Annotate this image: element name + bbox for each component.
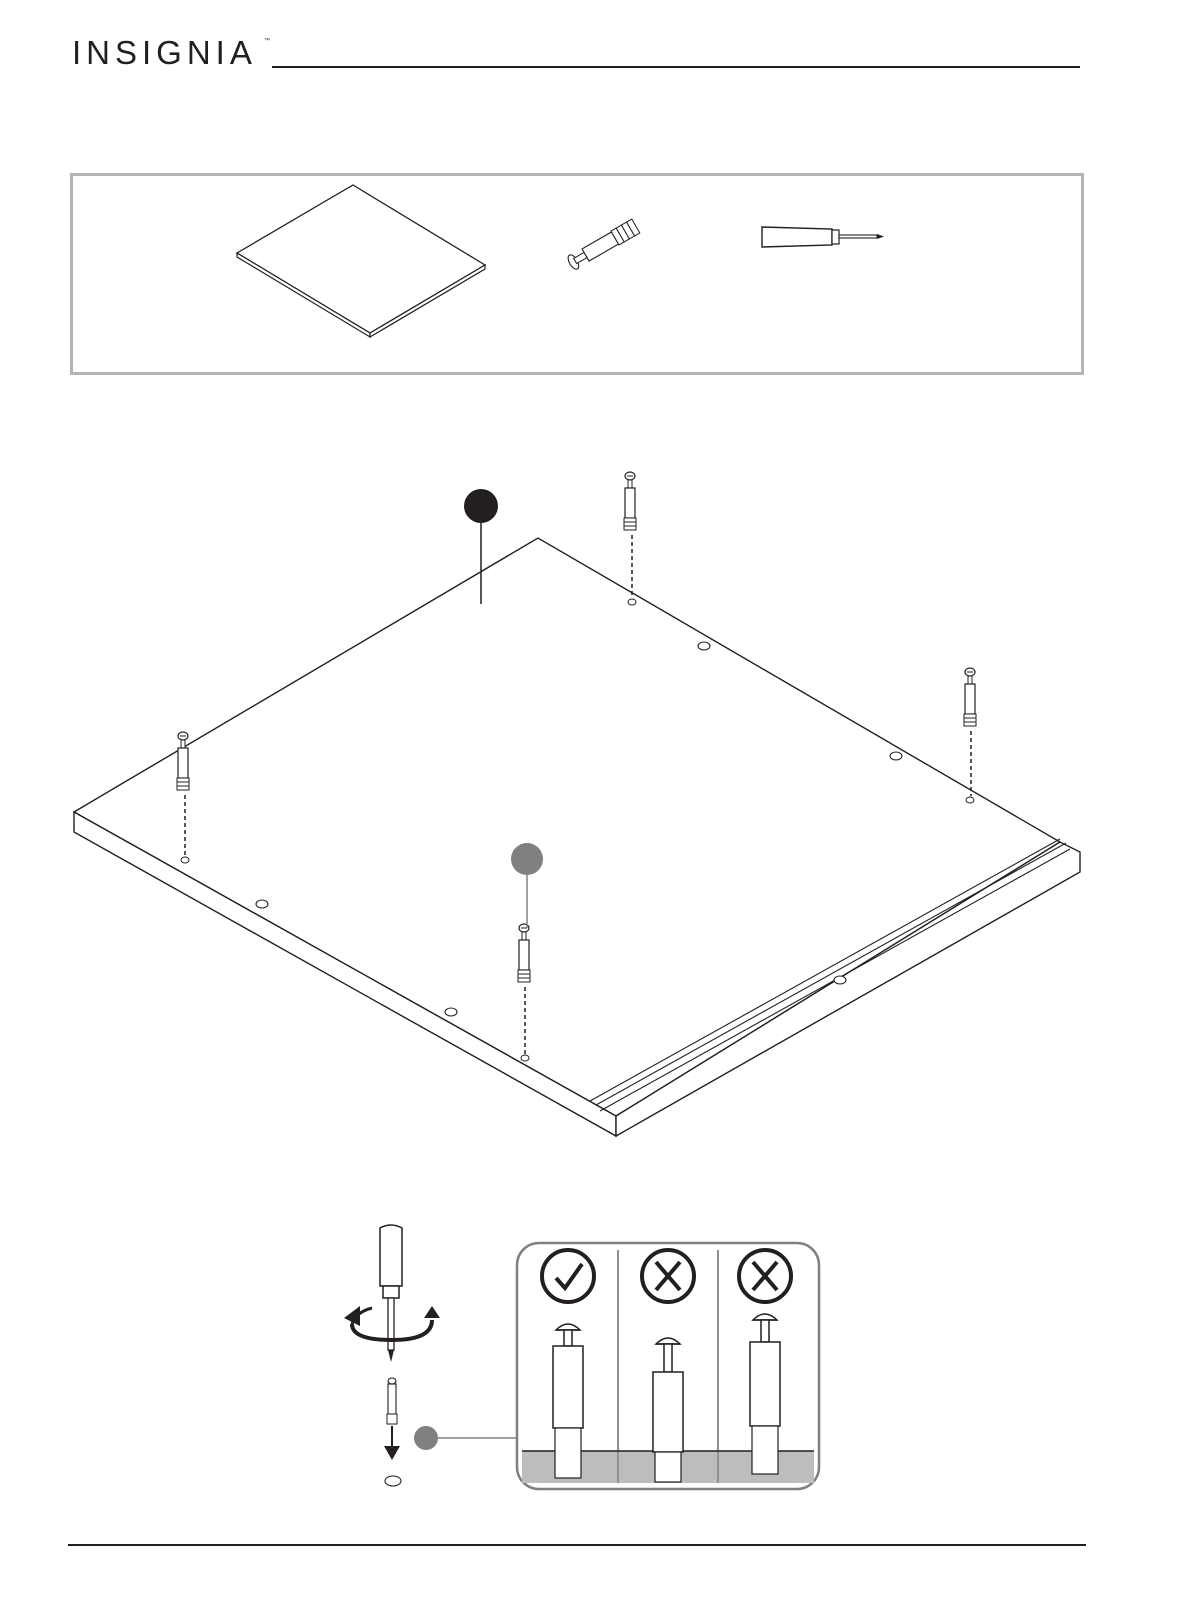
- cam-bolt-top: [624, 472, 636, 598]
- panel-icon: [237, 185, 485, 337]
- cam-bolt-icon: [566, 219, 640, 271]
- cam-bolt-right: [964, 668, 976, 796]
- screwdriver-turn-illustration: [344, 1225, 517, 1486]
- main-panel: [74, 538, 1080, 1136]
- footer-rule: [68, 1544, 1086, 1546]
- detail-bolt-correct: [553, 1324, 583, 1478]
- screwdriver-icon: [762, 227, 884, 247]
